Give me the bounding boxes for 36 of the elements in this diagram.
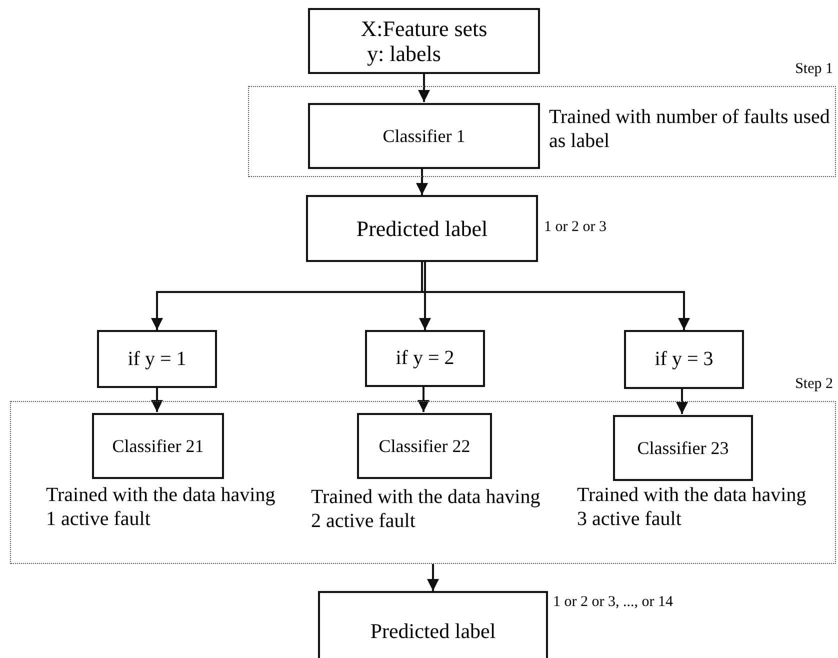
arrow: [676, 389, 688, 414]
annotation-text: 1 or 2 or 3: [544, 218, 608, 236]
process-box: [613, 415, 753, 481]
process-box: [624, 330, 744, 389]
annotation-text: Trained with the data having 3 active fault: [577, 483, 807, 531]
box-text: Classifier 1: [382, 126, 466, 146]
box-text: if y = 2: [396, 347, 454, 370]
arrow: [418, 74, 430, 102]
annotation-text: Trained with the data having 2 active fault: [311, 485, 541, 533]
box-text: Classifier 22: [378, 436, 470, 456]
box-text: if y = 1: [128, 348, 186, 370]
process-box: [306, 195, 538, 262]
process-box: [318, 591, 548, 658]
box-text: Predicted label: [356, 216, 488, 242]
arrow: [416, 168, 428, 195]
process-box: [365, 330, 485, 387]
arrow: [427, 564, 439, 591]
process-box: [92, 413, 224, 479]
annotation-text: 1 or 2 or 3, ..., or 14: [553, 593, 674, 611]
box-text: Classifier 21: [112, 436, 204, 456]
box-text: y: labels: [367, 41, 441, 66]
process-box: [308, 8, 540, 74]
box-text: Classifier 23: [637, 438, 729, 458]
process-box: [357, 413, 492, 479]
process-box: [97, 330, 217, 388]
annotation-text: Trained with number of faults used as label: [549, 105, 831, 153]
arrow: [151, 388, 163, 412]
step-heading: Step 2: [795, 376, 833, 393]
annotation-text: Trained with the data having 1 active fault: [46, 483, 276, 531]
arrow: [419, 262, 431, 330]
arrow: [418, 387, 430, 412]
process-box: [308, 103, 540, 169]
box-text: Predicted label: [370, 618, 496, 644]
box-text: if y = 3: [654, 348, 714, 371]
box-text: X:Feature sets: [360, 16, 488, 41]
step-heading: Step 1: [795, 61, 833, 78]
